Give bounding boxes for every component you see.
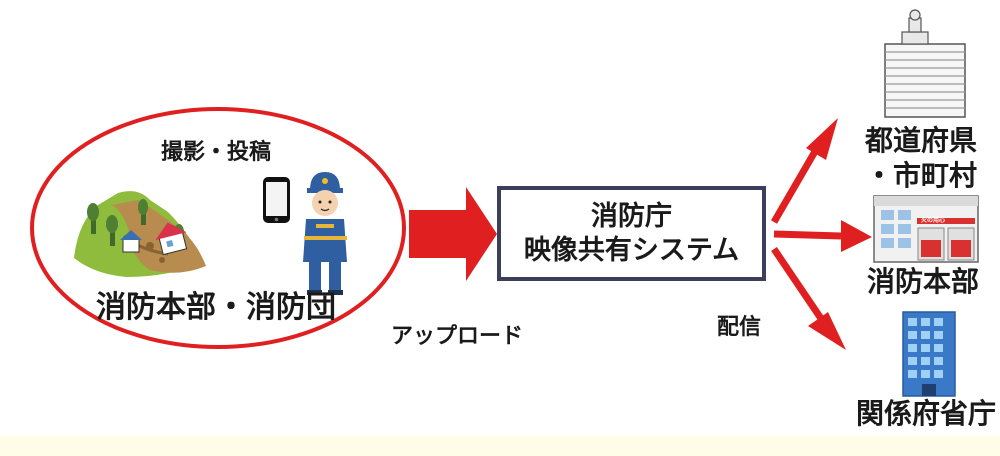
system-title-line2: 映像共有システム (523, 234, 740, 266)
upload-arrow (409, 187, 497, 281)
video-sharing-system-box: 消防庁 映像共有システム (497, 186, 766, 281)
distribution-arrows (770, 118, 872, 350)
upload-label: アップロード (391, 324, 524, 349)
government-office-building-icon (902, 311, 956, 397)
bottom-band (0, 436, 1000, 456)
system-title-line1: 消防庁 (591, 200, 672, 232)
agencies-label: 関係府省庁 (856, 397, 997, 430)
fire-station-icon (873, 195, 979, 263)
fire-hq-label: 消防本部 (867, 265, 980, 298)
distribute-label: 配信 (717, 315, 762, 340)
prefecture-label-line1: 都道府県 (865, 124, 978, 157)
smartphone-icon (263, 177, 290, 223)
prefecture-label-line2: ・市町村 (865, 159, 978, 192)
prefectural-office-building-icon (884, 9, 966, 118)
fire-station-sign: 火の用心 (921, 217, 946, 224)
landslide-scene-icon (74, 191, 206, 277)
firefighter-icon (303, 172, 347, 295)
source-bottom-label: 消防本部・消防団 (96, 290, 336, 325)
source-top-label: 撮影・投稿 (161, 140, 272, 165)
source-group-ellipse (30, 107, 406, 349)
